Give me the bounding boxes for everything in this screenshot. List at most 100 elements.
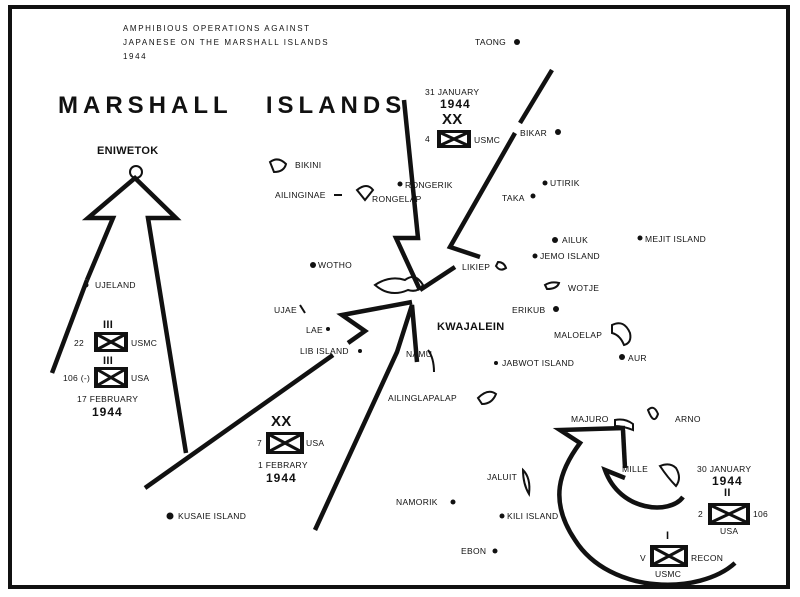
small-islands: [83, 39, 643, 554]
likiep-line: [418, 265, 457, 292]
island-arno: [646, 406, 660, 421]
label-ailinginae: AILINGINAE: [275, 190, 326, 200]
label-likiep: LIKIEP: [462, 262, 491, 272]
island-jabwot: [494, 361, 498, 365]
unit-v-parent: RECON: [691, 553, 724, 563]
kwaj-north-arrow: [392, 99, 423, 291]
unit-2-service: USA: [720, 526, 739, 536]
island-namu: [427, 349, 435, 373]
mille-arrow: [601, 466, 685, 510]
island-wotho: [310, 262, 316, 268]
unit-106-date: 17 FEBRUARY: [77, 394, 139, 404]
island-kili: [499, 513, 505, 519]
unit-22-service: USMC: [131, 338, 158, 348]
island-lae: [326, 327, 330, 331]
label-aur: AUR: [628, 353, 647, 363]
island-likiep: [494, 260, 508, 271]
eniwetok-arrow-tail: [49, 279, 90, 374]
label-mille: MILLE: [622, 464, 649, 474]
unit-2-year: 1944: [712, 474, 743, 488]
label-ailuk: AILUK: [562, 235, 589, 245]
unit-7-date: 1 FEBRARY: [258, 460, 308, 470]
island-majuro: [614, 418, 634, 432]
map-title-line-1: AMPHIBIOUS OPERATIONS AGAINST: [123, 24, 311, 33]
unit-symbol-7-usa: [266, 432, 304, 454]
label-rongerik: RONGERIK: [405, 180, 453, 190]
island-utirik: [542, 180, 548, 186]
label-taong: TAONG: [475, 37, 507, 47]
unit-2-date: 30 JANUARY: [697, 464, 752, 474]
kwaj-northeast-arrow-b: [446, 131, 517, 260]
unit-4-year: 1944: [440, 97, 471, 111]
island-aur: [619, 354, 625, 360]
island-eniwetok: [129, 165, 143, 179]
label-bikini: BIKINI: [295, 160, 322, 170]
unit-106-echelon: III: [103, 355, 114, 367]
island-erikub: [553, 306, 559, 312]
label-majuro: MAJURO: [571, 414, 609, 424]
unit-22-echelon: III: [103, 319, 114, 331]
island-taka: [530, 193, 536, 199]
label-rongelap: RONGELAP: [372, 194, 422, 204]
label-kili: KILI ISLAND: [507, 511, 559, 521]
unit-v-number: V: [640, 553, 646, 563]
label-kwajalein: KWAJALEIN: [437, 321, 505, 333]
majuro-big-arrow: [552, 425, 737, 587]
label-jabwot: JABWOT ISLAND: [502, 358, 575, 368]
island-namorik: [450, 499, 456, 505]
label-ujae: UJAE: [274, 305, 297, 315]
map-title-line-3: 1944: [123, 52, 148, 61]
unit-v-echelon: I: [666, 530, 670, 542]
label-eniwetok: ENIWETOK: [97, 145, 159, 157]
label-mejit: MEJIT ISLAND: [645, 234, 707, 244]
island-ebon: [492, 548, 498, 554]
island-bikar: [555, 129, 561, 135]
island-ailinglapalap: [476, 390, 498, 406]
unit-symbol-22-usmc: [94, 332, 128, 352]
island-ujeland: [83, 282, 89, 288]
island-rongelap: [355, 185, 375, 202]
island-rongerik: [397, 181, 403, 187]
unit-106-year: 1944: [92, 405, 123, 419]
island-taong: [514, 39, 520, 45]
label-lae: LAE: [306, 325, 323, 335]
unit-106-service: USA: [131, 373, 150, 383]
unit-2-number: 2: [698, 509, 704, 519]
island-kwajalein: [373, 275, 425, 295]
kwaj-west-arrow: [336, 299, 413, 345]
unit-2-echelon: II: [724, 487, 731, 499]
island-wotje: [543, 281, 561, 291]
label-jemo: JEMO ISLAND: [540, 251, 600, 261]
island-mejit: [637, 235, 643, 241]
label-ebon: EBON: [461, 546, 487, 556]
label-jaluit: JALUIT: [487, 472, 518, 482]
unit-7-number: 7: [257, 438, 263, 448]
unit-7-echelon: XX: [271, 413, 292, 430]
label-kusaie: KUSAIE ISLAND: [178, 511, 247, 521]
unit-symbol-2-106-usa: [708, 503, 750, 525]
island-jemo: [532, 253, 538, 259]
island-ailuk: [552, 237, 558, 243]
unit-2-parent: 106: [753, 509, 769, 519]
label-lib-island: LIB ISLAND: [300, 346, 349, 356]
label-wotje: WOTJE: [568, 283, 600, 293]
label-bikar: BIKAR: [520, 128, 548, 138]
unit-symbol-v-recon-usmc: [650, 545, 688, 567]
unit-106-number: 106 (-): [63, 373, 91, 383]
attack-arrows: [49, 68, 737, 587]
label-taka: TAKA: [502, 193, 525, 203]
majuro-line: [620, 429, 628, 469]
island-lib: [358, 349, 362, 353]
map-heading: MARSHALL ISLANDS: [58, 92, 407, 119]
island-kusaie: [166, 512, 174, 520]
island-maloelap: [611, 322, 632, 347]
label-wotho: WOTHO: [318, 260, 353, 270]
island-ujae: [299, 304, 306, 314]
label-namu: NAMU: [406, 349, 433, 359]
island-jaluit: [521, 467, 531, 498]
kwaj-south-arrow: [312, 304, 420, 531]
unit-4-echelon: XX: [442, 111, 463, 128]
map-title-line-2: JAPANESE ON THE MARSHALL ISLANDS: [123, 38, 330, 47]
label-namorik: NAMORIK: [396, 497, 438, 507]
